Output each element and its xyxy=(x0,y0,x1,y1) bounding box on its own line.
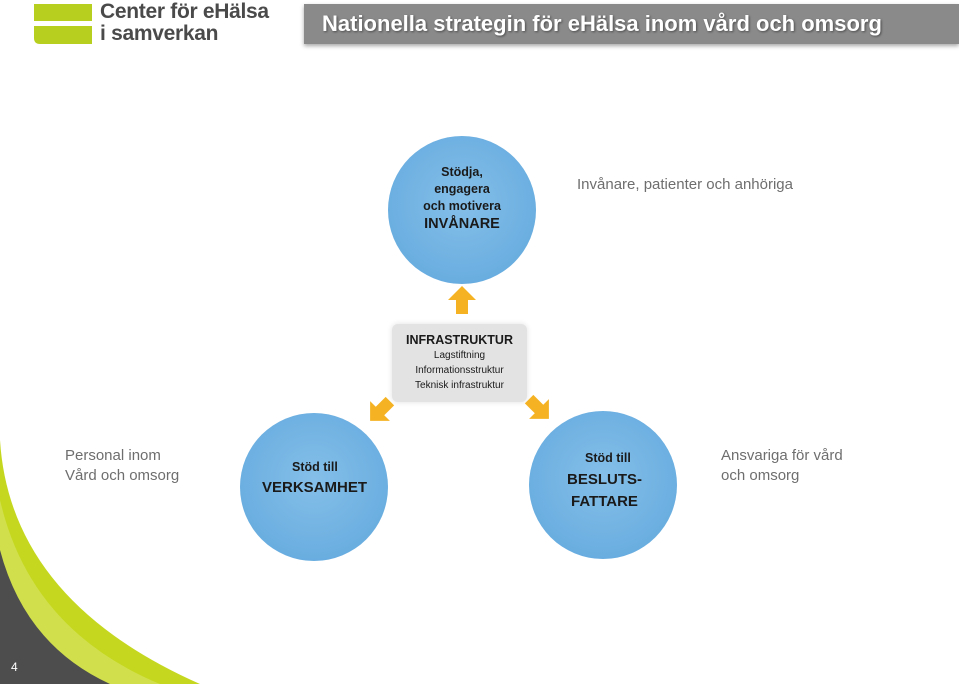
circle-invanare: Stödja, engagera och motivera INVÅNARE xyxy=(388,136,536,284)
logo-line-1: Center för eHälsa xyxy=(100,0,269,23)
infrastructure-box: INFRASTRUKTUR Lagstiftning Informationss… xyxy=(392,324,527,402)
logo-text: Center för eHälsa i samverkan xyxy=(100,1,269,45)
logo-mark-icon xyxy=(34,4,92,44)
label-ansvariga-line-1: Ansvariga för vård xyxy=(721,447,843,464)
circle-verksamhet: Stöd till VERKSAMHET xyxy=(240,413,388,561)
label-invanare: Invånare, patienter och anhöriga xyxy=(577,176,793,193)
circle-invanare-line-2: engagera xyxy=(434,182,490,196)
page-number: 4 xyxy=(11,660,18,674)
infrastructure-item: Teknisk infrastruktur xyxy=(415,380,504,391)
infrastructure-item: Lagstiftning xyxy=(433,350,486,361)
label-ansvariga: Ansvariga för vård och omsorg xyxy=(721,446,843,486)
label-personal-line-1: Personal inom xyxy=(65,447,161,464)
label-personal-line-2: Vård och omsorg xyxy=(65,467,180,484)
corner-decoration xyxy=(0,440,200,684)
circle-verksamhet-line-1: Stöd till xyxy=(292,460,338,474)
logo-line-2: i samverkan xyxy=(100,22,219,45)
infrastructure-item: Informationsstruktur xyxy=(415,365,504,376)
circle-invanare-heading: INVÅNARE xyxy=(424,216,500,232)
circle-beslutsfattare-line-1: Stöd till xyxy=(585,451,631,465)
arrow-down-right-icon xyxy=(524,394,549,419)
circle-beslutsfattare: Stöd till BESLUTS- FATTARE xyxy=(529,411,677,559)
circle-verksamhet-heading: VERKSAMHET xyxy=(262,479,368,496)
label-personal: Personal inom Vård och omsorg xyxy=(65,446,179,486)
arrow-up-icon xyxy=(448,286,476,314)
title-bar xyxy=(304,4,959,44)
circle-beslutsfattare-heading-1: BESLUTS- xyxy=(567,471,642,488)
circle-beslutsfattare-heading-2: FATTARE xyxy=(571,493,638,510)
label-ansvariga-line-2: och omsorg xyxy=(721,467,800,484)
circle-invanare-line-1: Stödja, xyxy=(441,165,483,179)
page-title: Nationella strategin för eHälsa inom vår… xyxy=(322,11,882,36)
circle-invanare-line-3: och motivera xyxy=(423,199,501,213)
arrow-down-left-icon xyxy=(370,396,395,421)
infrastructure-heading: INFRASTRUKTUR xyxy=(406,333,513,347)
